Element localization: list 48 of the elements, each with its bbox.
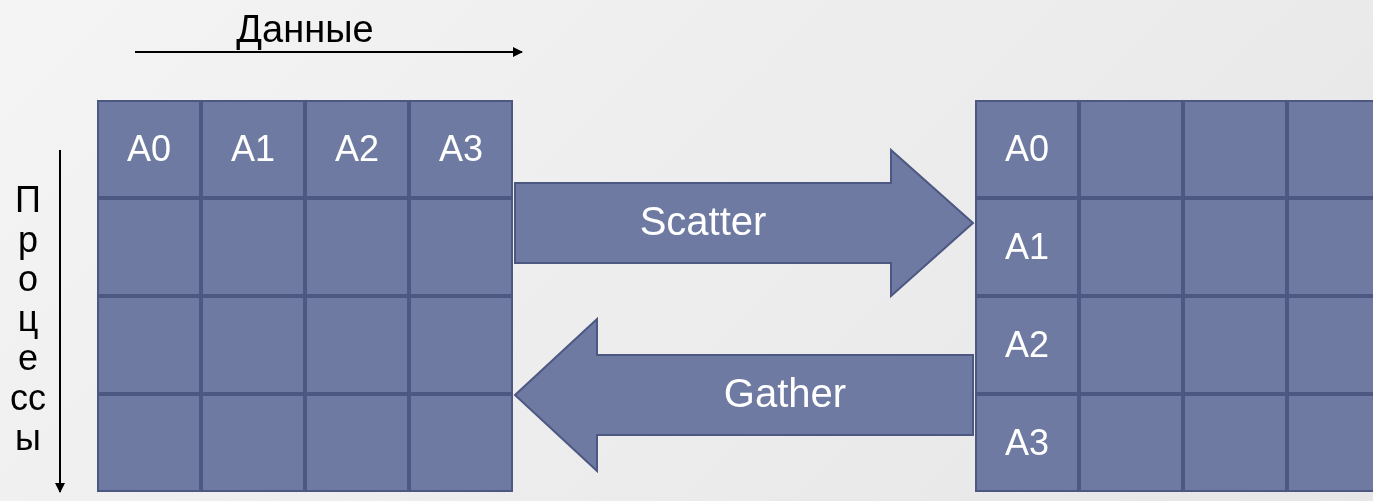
block-arrow (513, 316, 974, 474)
grid-cell (305, 296, 409, 394)
cell-label: A0 (1003, 128, 1050, 170)
grid-cell (305, 198, 409, 296)
edge-label: Scatter (638, 199, 768, 244)
grid-cell (1287, 394, 1373, 492)
grid-cell (1287, 100, 1373, 198)
grid-cell (1287, 296, 1373, 394)
grid-table (97, 100, 513, 492)
grid-cell (1079, 198, 1183, 296)
grid-cell (975, 100, 1079, 198)
grid-cell (409, 100, 513, 198)
grid-cell (201, 100, 305, 198)
cell-label: A3 (1003, 422, 1050, 464)
grid-cell (201, 296, 305, 394)
grid-cell (409, 296, 513, 394)
grid-cell (1079, 296, 1183, 394)
cell-label: A0 (125, 128, 172, 170)
grid-cell (1183, 296, 1287, 394)
grid-cell (201, 198, 305, 296)
cell-label: A1 (1003, 226, 1050, 268)
grid-cell (1079, 394, 1183, 492)
cell-label: A1 (229, 128, 276, 170)
axis-label: Данные (235, 8, 375, 51)
grid-cell (975, 198, 1079, 296)
edge-label: Gather (722, 371, 848, 416)
grid-cell (1183, 394, 1287, 492)
grid-table (975, 100, 1373, 492)
axis-label: Процессы (10, 180, 46, 458)
grid-cell (305, 394, 409, 492)
cell-label: A2 (333, 128, 380, 170)
grid-cell (305, 100, 409, 198)
grid-cell (975, 296, 1079, 394)
grid-cell (1079, 100, 1183, 198)
grid-cell (409, 198, 513, 296)
cell-label: A2 (1003, 324, 1050, 366)
grid-cell (1183, 198, 1287, 296)
grid-cell (1287, 198, 1373, 296)
cell-label: A3 (437, 128, 484, 170)
grid-cell (97, 296, 201, 394)
grid-cell (97, 394, 201, 492)
grid-cell (201, 394, 305, 492)
grid-cell (97, 100, 201, 198)
grid-cell (97, 198, 201, 296)
block-arrow (514, 147, 975, 299)
grid-cell (975, 394, 1079, 492)
grid-cell (1183, 100, 1287, 198)
grid-cell (409, 394, 513, 492)
